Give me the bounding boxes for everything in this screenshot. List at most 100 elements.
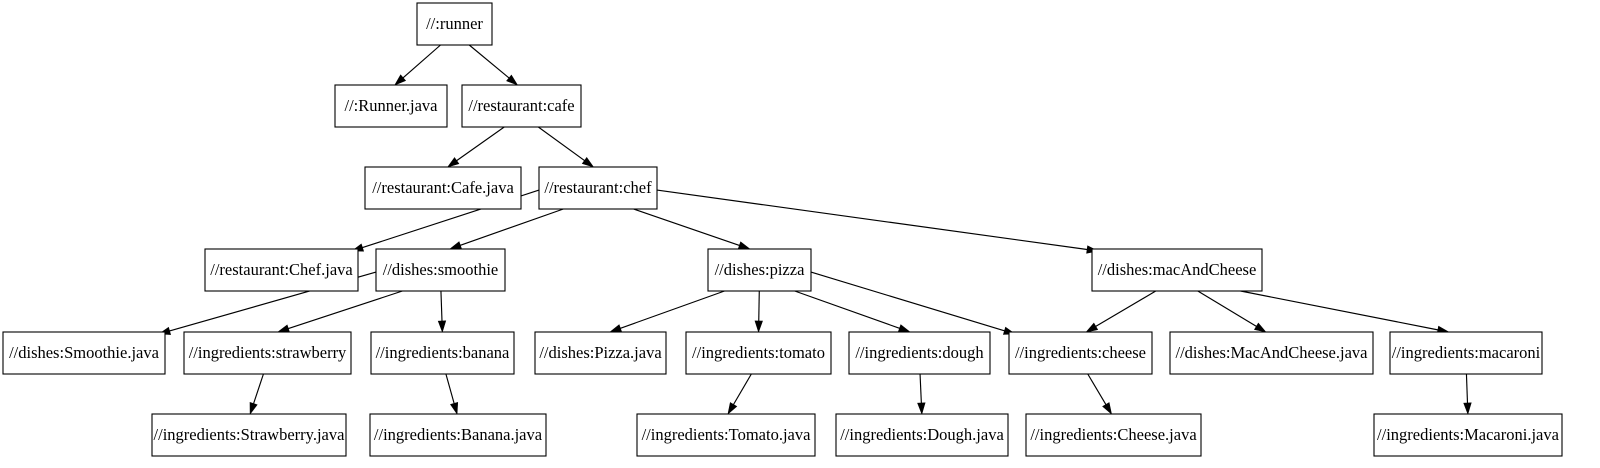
graph-edge-dishes_smoothie-to-ing_banana xyxy=(437,290,447,333)
graph-node-ing_tomatojava[interactable]: //ingredients:Tomato.java xyxy=(636,413,816,457)
graph-node-runner_java[interactable]: //:Runner.java xyxy=(334,84,448,128)
node-box xyxy=(685,331,832,375)
node-label: //ingredients:macaroni xyxy=(1392,343,1541,362)
edge-arrowhead xyxy=(1085,322,1099,333)
graph-edge-ing_macaroni-to-ing_macaronijava xyxy=(1463,373,1472,415)
edge-arrowhead xyxy=(446,157,460,168)
node-box xyxy=(848,331,991,375)
node-label: //:runner xyxy=(426,14,483,33)
node-label: //ingredients:Cheese.java xyxy=(1030,425,1197,444)
node-box xyxy=(2,331,166,375)
node-label: //ingredients:banana xyxy=(376,343,510,362)
graph-edge-dishes_macandcheese-to-ing_cheese xyxy=(1085,290,1157,333)
graph-node-restaurant_cafe[interactable]: //restaurant:cafe xyxy=(461,84,582,128)
node-label: //restaurant:Chef.java xyxy=(210,260,353,279)
node-layer: //:runner //:Runner.java //restaurant:cafe… xyxy=(2,2,1563,457)
graph-edge-dishes_smoothie-to-ing_strawberry xyxy=(276,290,403,333)
graph-edge-dishes_pizza-to-ing_tomato xyxy=(754,290,763,333)
node-box xyxy=(1091,248,1263,292)
node-label: //restaurant:Cafe.java xyxy=(372,178,514,197)
graph-node-ing_strawberry[interactable]: //ingredients:strawberry xyxy=(183,331,352,375)
edge-layer xyxy=(158,44,1472,415)
edge-line xyxy=(456,126,505,162)
edge-line xyxy=(1087,373,1107,405)
edge-line xyxy=(633,208,740,246)
node-label: //ingredients:Macaroni.java xyxy=(1377,425,1560,444)
node-label: //dishes:smoothie xyxy=(383,260,499,279)
graph-edge-dishes_macandcheese-to-ing_macaroni xyxy=(1240,290,1450,334)
graph-node-ing_cheesejava[interactable]: //ingredients:Cheese.java xyxy=(1025,413,1202,457)
edge-arrowhead xyxy=(506,74,519,86)
node-box xyxy=(1169,331,1374,375)
node-label: //dishes:pizza xyxy=(715,260,805,279)
edge-line xyxy=(445,373,455,404)
graph-node-dishes_macandcheese[interactable]: //dishes:macAndCheese xyxy=(1091,248,1263,292)
graph-node-ing_dough[interactable]: //ingredients:dough xyxy=(848,331,991,375)
edge-line xyxy=(288,290,403,330)
node-box xyxy=(1389,331,1543,375)
edge-line xyxy=(402,44,441,79)
edge-arrowhead xyxy=(449,241,462,250)
node-label: //dishes:Pizza.java xyxy=(539,343,662,362)
graph-edge-runner-to-restaurant_cafe xyxy=(468,44,519,86)
graph-edge-ing_banana-to-ing_bananajava xyxy=(445,373,459,415)
graph-node-ing_macaronijava[interactable]: //ingredients:Macaroni.java xyxy=(1373,413,1563,457)
node-box xyxy=(534,331,667,375)
graph-node-runner[interactable]: //:runner xyxy=(416,2,493,46)
graph-edge-dishes_pizza-to-ing_cheese xyxy=(810,271,1016,335)
edge-arrowhead xyxy=(609,324,623,333)
edge-arrowhead xyxy=(737,241,751,250)
graph-node-restaurant_cafejava[interactable]: //restaurant:Cafe.java xyxy=(364,166,522,210)
node-box xyxy=(151,413,347,457)
edge-arrowhead xyxy=(394,74,407,86)
graph-node-dishes_pizza[interactable]: //dishes:pizza xyxy=(707,248,812,292)
graph-node-dishes_macandcheesejava[interactable]: //dishes:MacAndCheese.java xyxy=(1169,331,1374,375)
graph-node-ing_macaroni[interactable]: //ingredients:macaroni xyxy=(1389,331,1543,375)
graph-edge-runner-to-runner_java xyxy=(394,44,441,86)
edge-arrowhead xyxy=(276,324,290,333)
node-box xyxy=(369,413,547,457)
edge-arrowhead xyxy=(727,402,738,415)
node-box xyxy=(461,84,582,128)
graph-edge-ing_dough-to-ing_doughjava xyxy=(917,373,926,415)
edge-line xyxy=(810,271,1005,332)
node-box xyxy=(707,248,812,292)
edge-arrowhead xyxy=(1102,402,1112,415)
graph-node-ing_tomato[interactable]: //ingredients:tomato xyxy=(685,331,832,375)
graph-edge-ing_cheese-to-ing_cheesejava xyxy=(1087,373,1112,415)
node-box xyxy=(204,248,359,292)
graph-node-dishes_smoothie[interactable]: //dishes:smoothie xyxy=(375,248,506,292)
edge-arrowhead xyxy=(450,401,459,415)
edge-arrowhead xyxy=(1253,322,1267,333)
node-box xyxy=(538,166,658,210)
graph-node-ing_strawberryjava[interactable]: //ingredients:Strawberry.java xyxy=(151,413,347,457)
graph-node-ing_doughjava[interactable]: //ingredients:Dough.java xyxy=(835,413,1009,457)
edge-arrowhead xyxy=(581,156,595,168)
graph-node-restaurant_chefjava[interactable]: //restaurant:Chef.java xyxy=(204,248,359,292)
node-label: //ingredients:strawberry xyxy=(189,343,347,362)
edge-arrowhead xyxy=(1463,402,1472,415)
node-box xyxy=(1025,413,1202,457)
graph-edge-restaurant_chef-to-dishes_macandcheese xyxy=(656,189,1099,254)
graph-node-dishes_smoothiejava[interactable]: //dishes:Smoothie.java xyxy=(2,331,166,375)
graph-edge-restaurant_chef-to-dishes_pizza xyxy=(633,208,751,250)
node-label: //restaurant:chef xyxy=(544,178,652,197)
edge-line xyxy=(468,44,510,79)
node-box xyxy=(835,413,1009,457)
graph-node-dishes_pizzajava[interactable]: //dishes:Pizza.java xyxy=(534,331,667,375)
edge-line xyxy=(253,373,264,404)
edge-line xyxy=(919,373,922,404)
edge-line xyxy=(758,290,760,322)
node-box xyxy=(364,166,522,210)
graph-edge-ing_tomato-to-ing_tomatojava xyxy=(727,373,752,415)
graph-node-ing_banana[interactable]: //ingredients:banana xyxy=(370,331,515,375)
graph-node-restaurant_chef[interactable]: //restaurant:chef xyxy=(538,166,658,210)
graph-edge-dishes_macandcheese-to-dishes_macandcheesejava xyxy=(1197,290,1267,333)
graph-node-ing_cheese[interactable]: //ingredients:cheese xyxy=(1008,331,1153,375)
edge-line xyxy=(460,208,564,246)
graph-node-ing_bananajava[interactable]: //ingredients:Banana.java xyxy=(369,413,547,457)
edge-line xyxy=(656,189,1088,251)
graph-edge-ing_strawberry-to-ing_strawberryjava xyxy=(249,373,264,415)
edge-arrowhead xyxy=(249,401,258,415)
